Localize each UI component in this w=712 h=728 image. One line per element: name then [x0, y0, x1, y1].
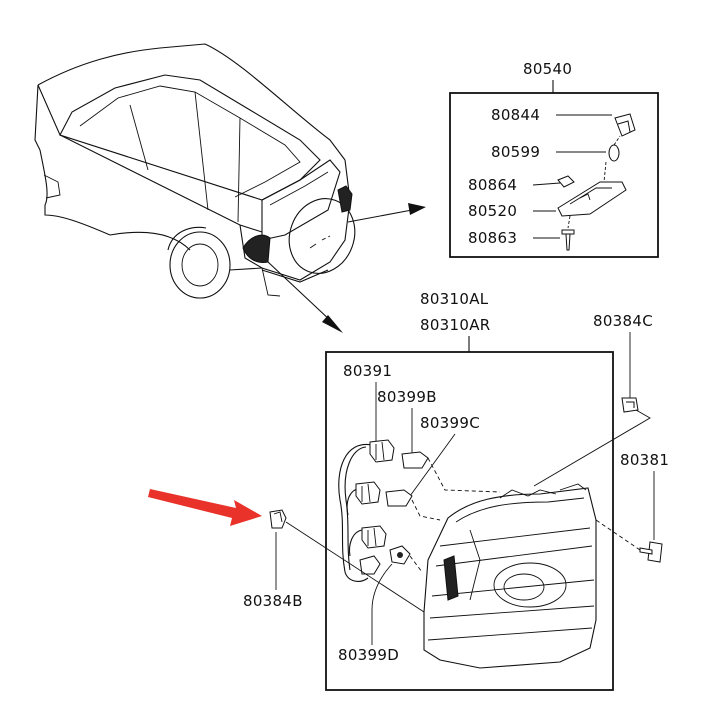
- label-80310AR: 80310AR: [420, 316, 491, 334]
- socket-lower: [361, 525, 387, 549]
- screw-80381-part: [639, 541, 663, 563]
- callout-group-80310: 80310AL 80310AR 80391 80399B 80399C: [243, 290, 669, 691]
- label-80399B: 80399B: [377, 388, 437, 406]
- bracket-part: [557, 175, 575, 188]
- screw-part: [561, 229, 575, 251]
- label-80540: 80540: [523, 60, 572, 78]
- holder-part: [557, 181, 627, 217]
- label-80384C: 80384C: [593, 312, 653, 330]
- socket-middle: [355, 481, 381, 505]
- inset-box-80310: [325, 351, 614, 691]
- vehicle-illustration: [34, 43, 356, 299]
- label-80399D: 80399D: [338, 646, 399, 664]
- clip-80384B-part: [269, 509, 287, 529]
- socket-upper: [369, 439, 395, 463]
- bulb-80399D: [389, 545, 411, 565]
- inset-box-80540: [449, 92, 659, 258]
- label-80864: 80864: [468, 176, 517, 194]
- label-80863: 80863: [468, 229, 517, 247]
- label-80381: 80381: [620, 451, 669, 469]
- label-80399C: 80399C: [420, 414, 480, 432]
- label-80599: 80599: [491, 143, 540, 161]
- leader-arrows: [267, 203, 426, 333]
- label-80844: 80844: [491, 106, 540, 124]
- tail-lamp-assembly: [423, 483, 597, 669]
- cap-part: [614, 113, 636, 137]
- clip-80384C-part: [621, 397, 639, 413]
- highlight-arrow: [148, 489, 262, 526]
- socket-bottom: [359, 555, 381, 575]
- bulb-80399C: [385, 489, 413, 507]
- label-80384B: 80384B: [243, 592, 303, 610]
- label-80310AL: 80310AL: [420, 290, 489, 308]
- spring-part: [608, 144, 620, 162]
- callout-group-80540: 80540 80844 80599 80864 80520 80863: [449, 60, 659, 258]
- label-80391: 80391: [343, 362, 392, 380]
- label-80520: 80520: [468, 202, 517, 220]
- bulb-80399B: [401, 451, 429, 469]
